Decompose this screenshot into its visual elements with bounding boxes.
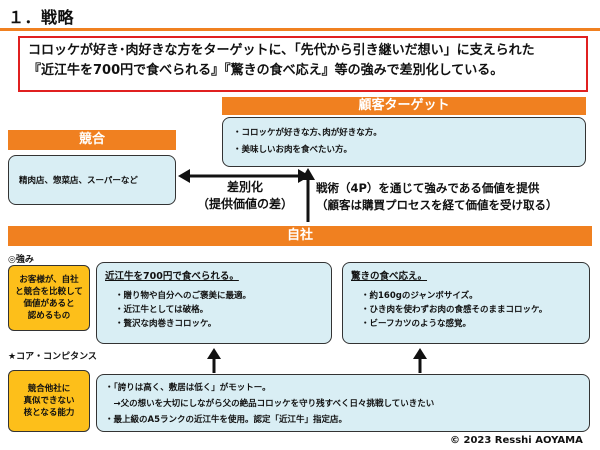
differentiation-line-2: （提供価値の差） [196, 197, 293, 211]
competition-header: 競合 [8, 130, 176, 150]
strength-title: 近江牛を700円で食べられる。 [105, 271, 239, 282]
tactics-line-2: （顧客は購買プロセスを経て価値を受け取る） [316, 198, 558, 212]
competition-box: 精肉店、惣菜店、スーパーなど [8, 155, 176, 205]
strength-item: ・ビーフカツのような感覚。 [361, 319, 471, 329]
strength-item: ・贅沢な肉巻きコロッケ。 [115, 319, 217, 329]
strength-box-volume: 驚きの食べ応え。 ・約160gのジャンボサイズ。 ・ひき肉を使わずお肉の食感その… [342, 262, 590, 344]
target-item: ・コロッケが好きな方､肉が好きな方。 [233, 128, 382, 138]
core-competence-box: ・「誇りは高く、敷居は低く」がモットー。 →父の想いを大切にしながら父の絶品コロ… [96, 374, 590, 432]
core-to-strength-arrow-right [413, 348, 427, 373]
strengths-side-line: 価値があると [23, 299, 75, 309]
core-to-strength-arrow-left [207, 348, 221, 373]
strengths-label: ◎強み [8, 255, 34, 265]
copyright: © 2023 Resshi AOYAMA [450, 435, 583, 446]
strength-title: 驚きの食べ応え。 [351, 271, 428, 282]
tactics-arrow [301, 168, 315, 222]
tactics-label: 戦術（4P）を通じて強みである価値を提供 （顧客は購買プロセスを経て価値を受け取… [316, 180, 592, 214]
competition-text: 精肉店、惣菜店、スーパーなど [19, 176, 138, 186]
strength-item: ・贈り物や自分へのご褒美に最適。 [115, 291, 252, 301]
tactics-line-1: 戦術（4P）を通じて強みである価値を提供 [316, 181, 540, 195]
strength-box-price: 近江牛を700円で食べられる。 ・贈り物や自分へのご褒美に最適。 ・近江牛として… [96, 262, 332, 344]
strengths-definition: お客様が、自社 と競合を比較して 価値があると 認めるもの [8, 265, 90, 331]
target-header: 顧客ターゲット [222, 97, 586, 115]
title-divider [0, 28, 600, 31]
target-item: ・美味しいお肉を食べたい方。 [233, 145, 353, 155]
strength-item: ・ひき肉を使わずお肉の食感そのままコロッケ。 [361, 305, 548, 315]
core-item: ・最上級のA5ランクの近江牛を使用。認定「近江牛」指定店。 [105, 415, 347, 425]
strengths-side-line: と競合を比較して [15, 287, 83, 297]
summary-line-2: 『近江牛を700円で食べられる』『驚きの食べ応え』等の強みで差別化している。 [28, 63, 504, 78]
page-title: １．戦略 [8, 8, 75, 27]
strengths-side-line: 認めるもの [27, 311, 71, 321]
summary-line-1: コロッケが好き･肉好きな方をターゲットに、「先代から引き継いだ想い」に支えられた [28, 43, 535, 58]
strength-item: ・約160gのジャンボサイズ。 [361, 291, 478, 301]
core-side-line: 真似できない [23, 396, 75, 406]
core-competence-label: ★コア・コンピタンス [8, 352, 97, 362]
differentiation-label: 差別化 （提供価値の差） [190, 179, 300, 213]
strengths-side-line: お客様が、自社 [19, 275, 79, 285]
core-item: →父の想いを大切にしながら父の絶品コロッケを守り残すべく日々挑戦していきたい [105, 399, 435, 409]
core-item: ・「誇りは高く、敷居は低く」がモットー。 [105, 383, 271, 393]
core-side-line: 核となる能力 [23, 408, 75, 418]
target-box: ・コロッケが好きな方､肉が好きな方。 ・美味しいお肉を食べたい方。 [222, 117, 586, 167]
own-company-header: 自社 [8, 226, 592, 246]
strength-item: ・近江牛としては破格。 [115, 305, 209, 315]
core-side-line: 競合他社に [27, 384, 71, 394]
core-competence-definition: 競合他社に 真似できない 核となる能力 [8, 370, 90, 432]
differentiation-line-1: 差別化 [226, 180, 263, 194]
strategy-summary: コロッケが好き･肉好きな方をターゲットに、「先代から引き継いだ想い」に支えられた… [18, 36, 588, 92]
